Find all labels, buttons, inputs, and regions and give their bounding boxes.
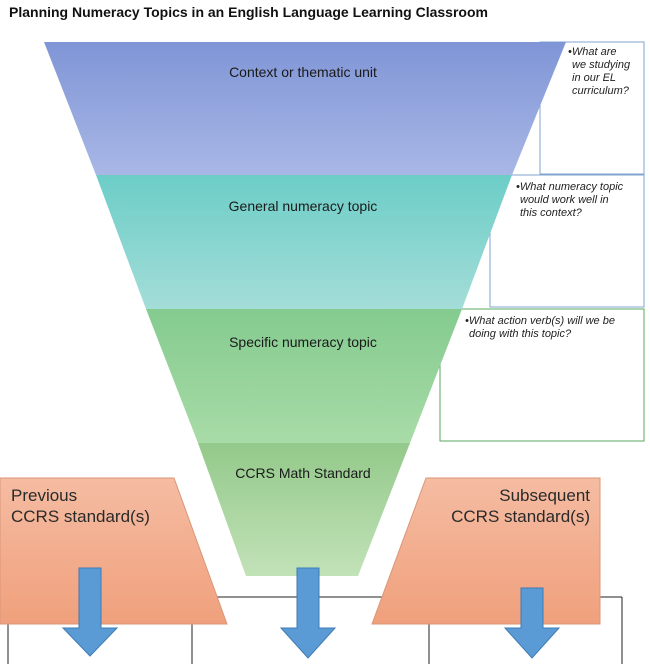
- down-arrow-left: [61, 567, 119, 657]
- note-line: this context?: [520, 207, 582, 219]
- down-arrow-right: [503, 587, 561, 659]
- diagram-title: Planning Numeracy Topics in an English L…: [9, 4, 488, 20]
- note-level-1: •What are we studying in our EL curricul…: [568, 46, 642, 98]
- note-line: •What numeracy topic: [516, 181, 624, 193]
- note-line: curriculum?: [572, 85, 629, 97]
- down-arrow-center: [279, 567, 337, 659]
- note-box-level-2: [489, 174, 645, 308]
- note-level-2: •What numeracy topic would work well in …: [516, 181, 642, 220]
- note-line: would work well in: [520, 194, 609, 206]
- previous-line-2: CCRS standard(s): [11, 507, 150, 526]
- level-3-label: Specific numeracy topic: [229, 334, 377, 350]
- subsequent-line-2: CCRS standard(s): [451, 507, 590, 526]
- note-box-level-3: [439, 308, 645, 442]
- level-1-label: Context or thematic unit: [229, 64, 377, 80]
- note-line: doing with this topic?: [469, 328, 572, 340]
- note-line: we studying: [572, 59, 631, 71]
- note-box-level-1: [539, 41, 645, 175]
- subsequent-line-1: Subsequent: [499, 486, 590, 505]
- previous-line-1: Previous: [11, 486, 78, 505]
- funnel-level-context: [44, 42, 566, 175]
- note-line: •What action verb(s) will we be: [465, 315, 615, 327]
- note-line: •What are: [568, 46, 617, 58]
- funnel-level-general: [96, 175, 512, 309]
- previous-standard-shape: [0, 477, 228, 625]
- subsequent-standard-label: Subsequent CCRS standard(s): [420, 485, 590, 527]
- funnel-level-standard: [198, 443, 410, 576]
- level-2-label: General numeracy topic: [228, 198, 378, 214]
- funnel-level-specific: [146, 309, 462, 443]
- level-4-label: CCRS Math Standard: [235, 465, 371, 481]
- note-line: in our EL: [572, 72, 617, 84]
- previous-standard-label: Previous CCRS standard(s): [11, 485, 181, 527]
- note-level-3: •What action verb(s) will we be doing wi…: [465, 315, 642, 341]
